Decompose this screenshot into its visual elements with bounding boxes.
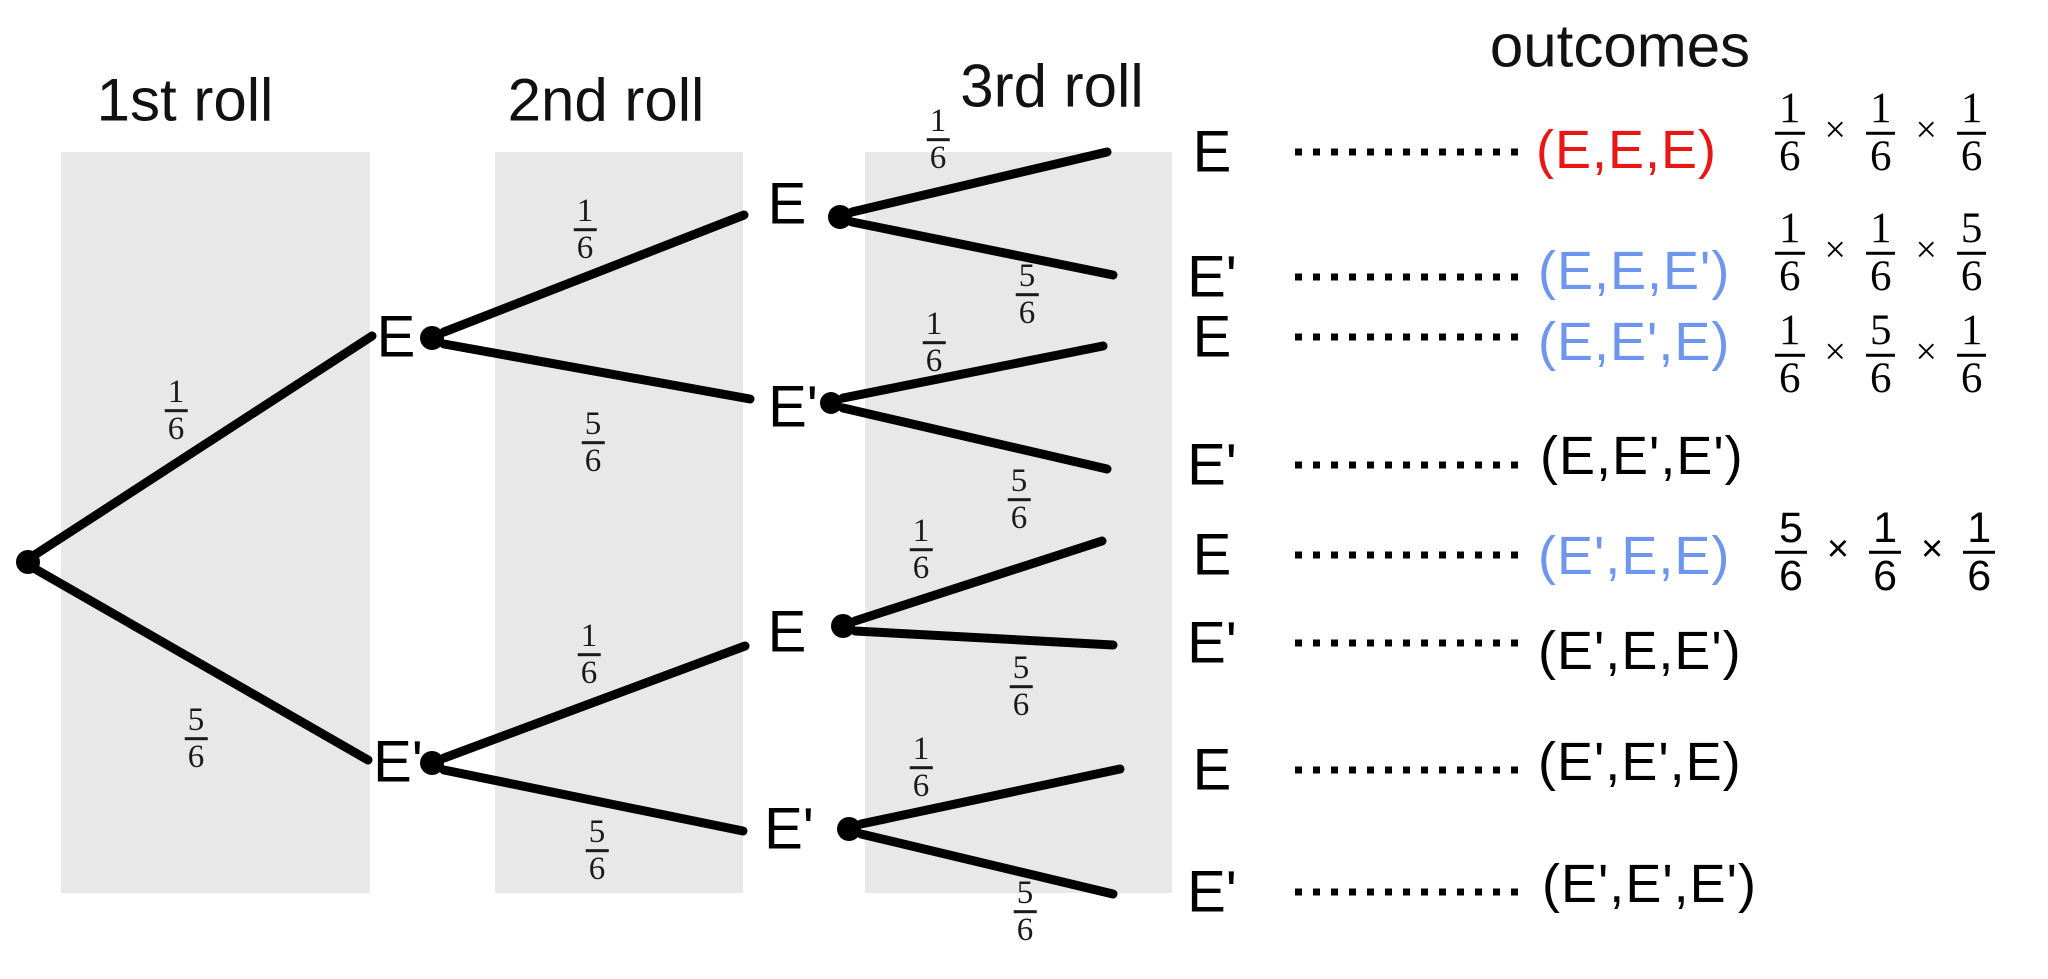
branch-line-root-E': [25, 561, 373, 765]
branch-line-E'E'-E: [856, 764, 1125, 829]
node-label-E'E': E': [764, 796, 814, 862]
leaf-label: E': [1187, 859, 1237, 925]
node-dot-EE': [820, 392, 842, 414]
node-dot-E': [420, 751, 444, 775]
branch-line-E-E: [439, 210, 749, 337]
outcome-label: (E,E,E): [1536, 120, 1718, 180]
branch-line-E-E': [439, 339, 755, 404]
node-label-E: E: [376, 304, 416, 370]
roll-column-band-2: [495, 152, 743, 893]
roll-column-band-1: [61, 152, 370, 893]
branch-line-E'E-E': [850, 626, 1118, 650]
branch-line-EE'-E': [838, 403, 1112, 474]
leaf-label: E: [1192, 522, 1232, 588]
node-dot-E'E: [831, 614, 855, 638]
node-label-EE: E: [767, 171, 807, 237]
leaf-label: E': [1187, 610, 1237, 676]
leaf-label: E: [1192, 304, 1232, 370]
leaf-label: E: [1192, 119, 1232, 185]
outcome-label: (E',E',E'): [1542, 854, 1757, 914]
leaf-label: E: [1192, 737, 1232, 803]
node-label-E': E': [373, 729, 423, 795]
node-label-EE': E': [768, 374, 818, 440]
leaf-label: E': [1187, 244, 1237, 310]
outcome-label: (E',E',E): [1538, 732, 1742, 792]
node-dot-E: [420, 326, 444, 350]
header-second-roll: 2nd roll: [507, 66, 705, 134]
times-symbol: ×: [1921, 527, 1944, 570]
node-dot-EE: [828, 205, 852, 229]
branch-line-E'-E': [439, 765, 748, 836]
branch-line-root-E: [25, 331, 377, 563]
times-symbol: ×: [1826, 527, 1850, 570]
outcome-label: (E,E,E'): [1538, 241, 1731, 301]
leaf-label: E': [1187, 432, 1237, 498]
outcome-label: (E',E,E): [1538, 526, 1731, 586]
outcome-label: (E,E',E'): [1540, 426, 1744, 486]
header-first-roll: 1st roll: [96, 66, 274, 134]
branch-line-EE-E: [847, 147, 1112, 217]
node-dot-root: [16, 550, 40, 574]
times-symbol: ×: [1824, 109, 1846, 151]
times-symbol: ×: [1824, 331, 1846, 373]
times-symbol: ×: [1915, 109, 1937, 151]
branch-line-EE-E': [847, 217, 1118, 280]
branch-line-E'E'-E': [856, 829, 1118, 899]
branch-line-E'E-E: [850, 536, 1107, 626]
branch-line-EE'-E: [838, 341, 1108, 403]
header-outcomes: outcomes: [1489, 12, 1751, 80]
outcome-label: (E',E,E'): [1538, 621, 1742, 681]
header-third-roll: 3rd roll: [960, 52, 1144, 120]
branch-line-E'-E: [439, 641, 750, 763]
times-symbol: ×: [1915, 229, 1937, 271]
times-symbol: ×: [1915, 331, 1937, 373]
node-label-E'E: E: [767, 599, 807, 665]
times-symbol: ×: [1824, 229, 1846, 271]
node-dot-E'E': [837, 817, 861, 841]
outcome-label: (E,E',E): [1538, 312, 1731, 372]
